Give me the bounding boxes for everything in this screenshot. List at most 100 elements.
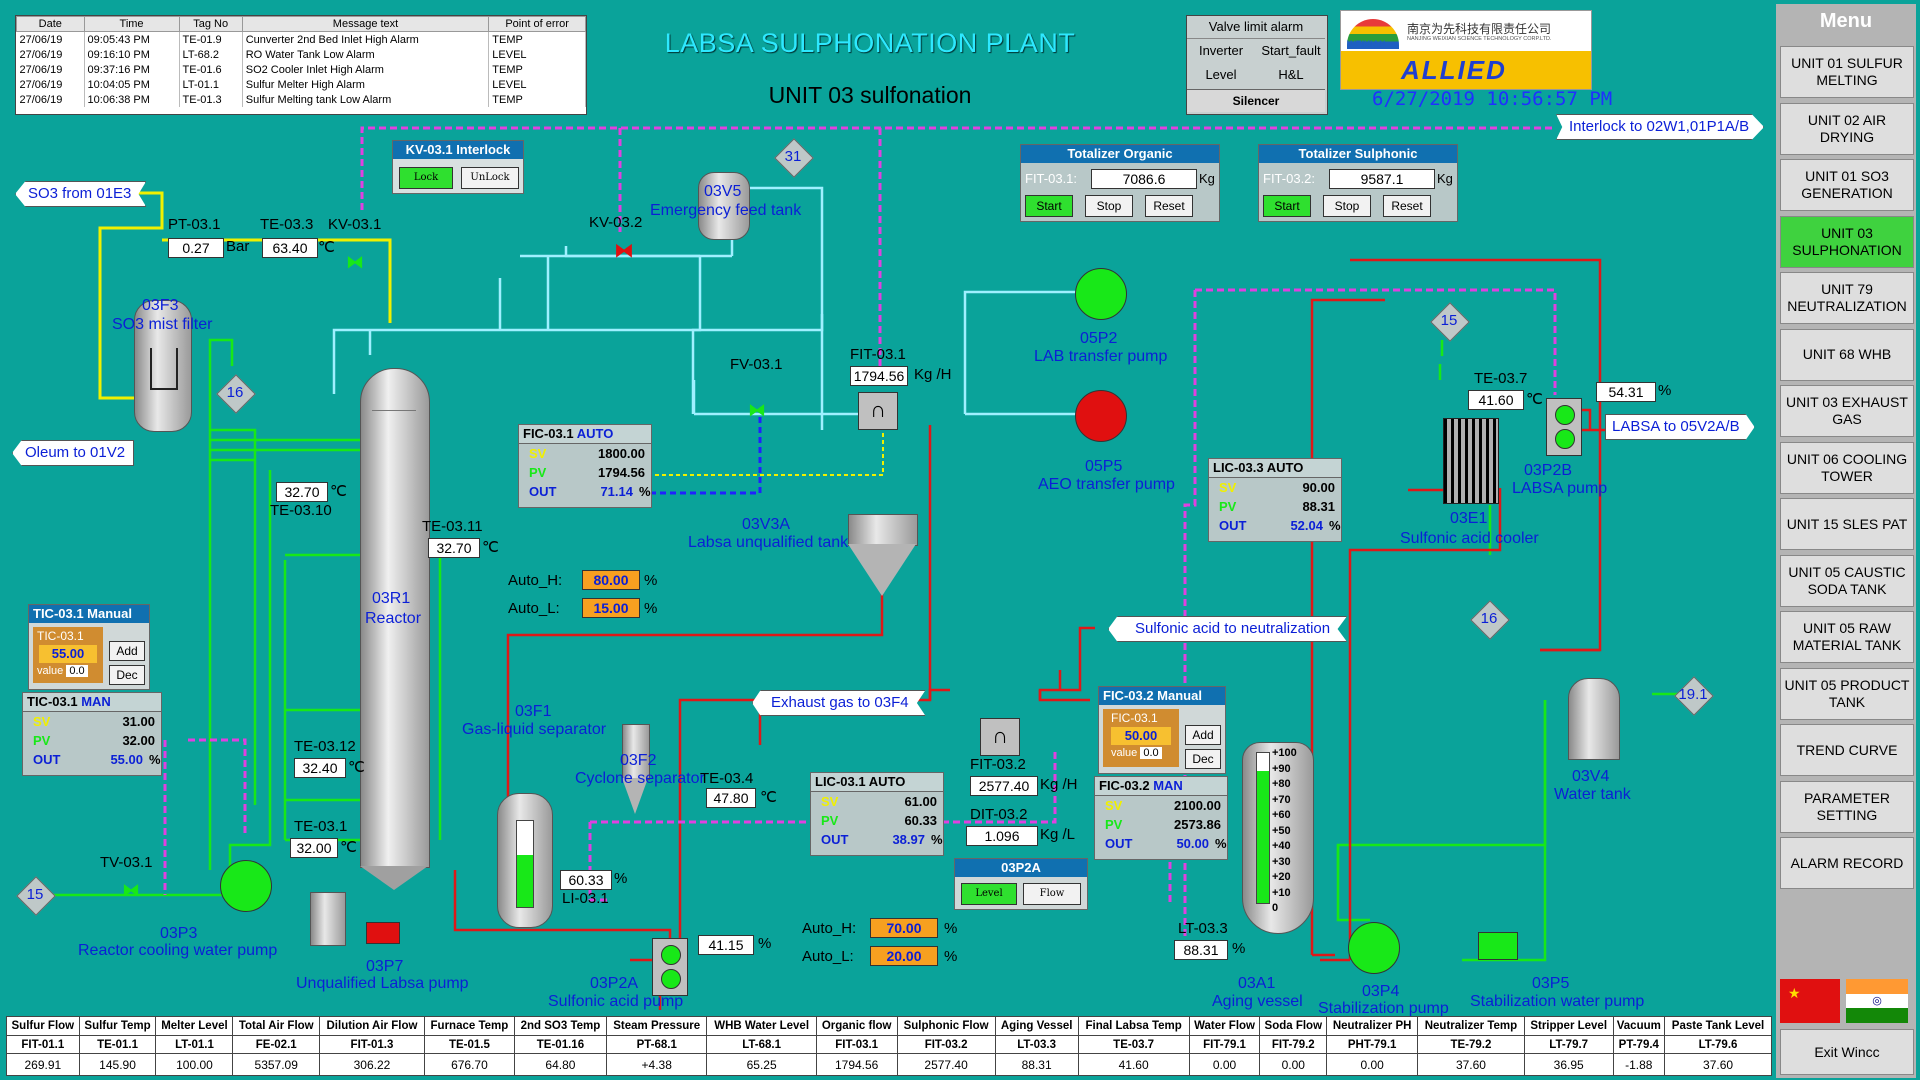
menu-item[interactable]: TREND CURVE <box>1780 724 1914 776</box>
bottom-value-cell: 88.31 <box>994 1053 1079 1076</box>
pump-auto-h-value[interactable]: 70.00 <box>870 918 938 938</box>
unq-pump-name: Unqualified Labsa pump <box>296 975 469 992</box>
unlock-button[interactable]: UnLock <box>461 167 519 189</box>
kv032-valve-icon[interactable]: ⧓ <box>614 240 634 262</box>
pump-auto-l-value[interactable]: 20.00 <box>870 946 938 966</box>
alarm-cell: Sulfur Melter High Alarm <box>242 77 490 92</box>
tv031-valve-icon[interactable]: ⧓ <box>122 880 140 900</box>
bottom-tag-cell: PT-68.1 <box>605 1034 708 1055</box>
fic-dec-button[interactable]: Dec <box>1185 749 1221 769</box>
tic-dec-button[interactable]: Dec <box>109 665 145 685</box>
so3-from-tag[interactable]: SO3 from 01E3 <box>15 181 147 207</box>
mist-filter-vessel[interactable] <box>134 300 192 432</box>
sulfonic-to-tag[interactable]: Sulfonic acid to neutralization <box>1108 616 1348 642</box>
menu-item[interactable]: UNIT 05 RAW MATERIAL TANK <box>1780 611 1914 663</box>
sulphonic-stop-button[interactable]: Stop <box>1323 195 1371 217</box>
separator-level-fill <box>517 855 533 907</box>
reactor-auto-h-label: Auto_H: <box>508 572 563 589</box>
menu-item[interactable]: UNIT 05 PRODUCT TANK <box>1780 667 1914 720</box>
stabilization-pump-icon[interactable] <box>1348 922 1400 974</box>
menu-item[interactable]: UNIT 05 CAUSTIC SODA TANK <box>1780 554 1914 607</box>
menu-item[interactable]: UNIT 68 WHB <box>1780 328 1914 381</box>
fic-manual-num[interactable]: 0.0 <box>1140 747 1162 759</box>
menu-title: Menu <box>1819 10 1873 32</box>
menu-item[interactable]: PARAMETER SETTING <box>1780 780 1914 833</box>
menu-item[interactable]: UNIT 02 AIR DRYING <box>1780 102 1914 155</box>
reactor-cooling-pump-icon[interactable] <box>220 860 272 912</box>
alarm-cell: 09:37:16 PM <box>84 62 180 77</box>
sulfonic-acid-cooler[interactable] <box>1443 418 1499 504</box>
bottom-tag-cell: TE-79.2 <box>1417 1034 1525 1055</box>
bottom-tag-cell: LT-79.7 <box>1523 1034 1614 1055</box>
lic033-tag: LIC-03.3 <box>1213 460 1264 475</box>
aging-level-fill <box>1257 770 1269 903</box>
sulphonic-start-button[interactable]: Start <box>1263 195 1311 217</box>
menu-item[interactable]: UNIT 79 NEUTRALIZATION <box>1780 272 1914 324</box>
p2a-flow-button[interactable]: Flow <box>1023 883 1081 905</box>
bottom-name-cell: Final Labsa Temp <box>1077 1016 1190 1036</box>
organic-stop-button[interactable]: Stop <box>1085 195 1133 217</box>
menu-item[interactable]: ALARM RECORD <box>1780 837 1914 889</box>
lab-transfer-pump-icon[interactable] <box>1075 268 1127 320</box>
exit-wincc-button[interactable]: Exit Wincc <box>1780 1029 1914 1075</box>
oleum-to-tag[interactable]: Oleum to 01V2 <box>12 440 135 466</box>
labsa-pump-icon[interactable] <box>1546 398 1582 456</box>
diamond-15a: 15 <box>1440 312 1458 329</box>
tic-manual-value[interactable]: 55.00 <box>39 645 97 663</box>
tic031-mode: MAN <box>81 694 111 709</box>
p2a-level-button[interactable]: Level <box>961 883 1017 905</box>
kv031-valve-icon[interactable]: ⧓ <box>346 252 364 272</box>
india-flag-icon[interactable]: ◎ <box>1846 979 1908 1023</box>
lic033-pv: 88.31 <box>1302 499 1335 514</box>
menu-item[interactable]: UNIT 01 SULFUR MELTING <box>1780 46 1914 98</box>
menu-item[interactable]: UNIT 03 EXHAUST GAS <box>1780 385 1914 437</box>
stab-water-pump-icon[interactable] <box>1478 932 1518 960</box>
menu-item[interactable]: UNIT 01 SO3 GENERATION <box>1780 159 1914 211</box>
fic032-tag: FIC-03.2 <box>1099 778 1150 793</box>
labsa-unqualified-tank[interactable] <box>848 514 918 546</box>
organic-start-button[interactable]: Start <box>1025 195 1073 217</box>
aeo-transfer-pump-icon[interactable] <box>1075 390 1127 442</box>
tic-add-button[interactable]: Add <box>109 641 145 661</box>
silencer-button[interactable]: Silencer <box>1187 89 1325 112</box>
labsa-to-tag[interactable]: LABSA to 05V2A/B <box>1605 414 1755 440</box>
fv031-valve-icon[interactable]: ⧓ <box>748 400 766 420</box>
reactor-vessel[interactable] <box>360 368 430 868</box>
aging-scale-tick: +90 <box>1272 762 1291 775</box>
reactor-auto-h-value[interactable]: 80.00 <box>582 570 640 590</box>
china-flag-icon[interactable]: ★ <box>1780 979 1840 1023</box>
sulphonic-reset-button[interactable]: Reset <box>1383 195 1431 217</box>
menu-item[interactable]: UNIT 03 SULPHONATION <box>1780 215 1914 268</box>
sulfonic-acid-pump-icon[interactable] <box>652 938 688 996</box>
fic-add-button[interactable]: Add <box>1185 725 1221 745</box>
te034-unit: ℃ <box>760 789 777 806</box>
bottom-tag-cell: PHT-79.1 <box>1326 1034 1419 1055</box>
tic031-pv: 32.00 <box>122 733 155 748</box>
exhaust-to-tag[interactable]: Exhaust gas to 03F4 <box>752 690 926 716</box>
bottom-value-cell: +4.38 <box>605 1053 708 1076</box>
menu-item[interactable]: UNIT 06 COOLING TOWER <box>1780 441 1914 494</box>
unq-labsa-pump-icon[interactable] <box>366 922 400 944</box>
lock-button[interactable]: Lock <box>399 167 453 189</box>
reactor-auto-l-value[interactable]: 15.00 <box>582 598 640 618</box>
organic-reset-button[interactable]: Reset <box>1145 195 1193 217</box>
emergency-feed-tank[interactable] <box>698 172 750 240</box>
interlock-to-tag[interactable]: Interlock to 02W1,01P1A/B <box>1556 114 1765 140</box>
menu-item[interactable]: UNIT 15 SLES PAT <box>1780 498 1914 550</box>
water-tank[interactable] <box>1568 678 1620 760</box>
aging-vessel[interactable] <box>1242 742 1314 934</box>
bottom-tag-cell: FIT-79.2 <box>1259 1034 1328 1055</box>
fic-manual-value[interactable]: 50.00 <box>1111 727 1171 745</box>
tic-manual-num[interactable]: 0.0 <box>66 665 88 677</box>
